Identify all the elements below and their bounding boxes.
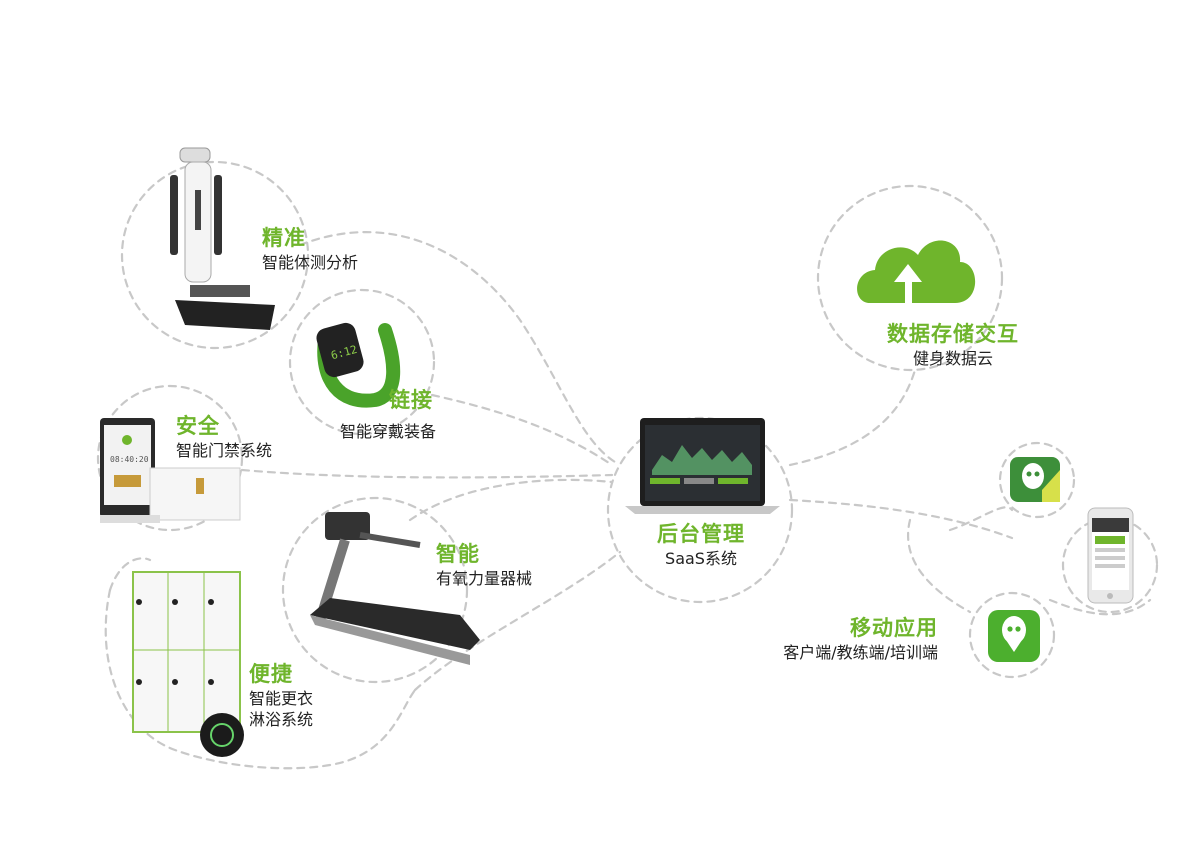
node-title: 数据存储交互 — [887, 322, 1019, 346]
link-locker-to-saas — [413, 550, 622, 692]
node-ring-wearable — [288, 288, 436, 436]
smartphone-icon — [1087, 507, 1134, 604]
locker-loop — [104, 588, 417, 770]
link-saas-to-cloud — [788, 368, 917, 467]
node-title: 精准 — [262, 226, 306, 250]
link-app-b-to-phone — [1048, 598, 1152, 616]
app-icon-b — [988, 610, 1040, 662]
link-access-to-saas — [240, 468, 614, 479]
node-cardio: 智能 有氧力量器械 — [436, 542, 532, 589]
node-wearable: 链接 — [389, 388, 433, 412]
link-saas-to-phone — [788, 498, 1014, 540]
node-wearable-sub: 智能穿戴装备 — [340, 422, 437, 441]
node-subtitle: 智能门禁系统 — [176, 441, 273, 461]
node-title: 链接 — [389, 388, 433, 412]
node-cloud: 数据存储交互 健身数据云 — [878, 322, 1028, 369]
treadmill-icon — [310, 512, 480, 665]
app-icon-a — [1010, 457, 1060, 502]
fitness-band-icon: 6:12 — [316, 322, 401, 408]
node-locker: 便捷 智能更衣 淋浴系统 — [249, 662, 313, 729]
node-saas: 后台管理 SaaS系统 — [651, 522, 751, 569]
cloud-upload-icon — [857, 240, 976, 305]
node-title: 智能 — [436, 542, 480, 566]
node-subtitle: 智能体测分析 — [262, 253, 359, 273]
node-title: 后台管理 — [657, 522, 745, 546]
connector-lines — [96, 160, 1159, 770]
link-app-a-to-phone — [948, 506, 1014, 532]
node-ring-cloud — [816, 184, 1004, 372]
node-ring-body-scan — [120, 160, 310, 350]
smart-locker-icon — [132, 571, 244, 757]
node-ring-app-b — [968, 591, 1056, 679]
node-mobile: 移动应用 客户端/教练端/培训端 — [754, 616, 938, 663]
node-body-scan: 精准 智能体测分析 — [262, 226, 358, 273]
node-access: 安全 智能门禁系统 — [176, 414, 272, 461]
node-title: 移动应用 — [850, 616, 938, 640]
body-composition-scale-icon — [170, 147, 275, 330]
node-subtitle: 客户端/教练端/培训端 — [783, 643, 938, 663]
access-terminal-icon — [100, 418, 241, 523]
node-title: 安全 — [176, 414, 220, 438]
node-ring-app-a — [998, 441, 1076, 519]
link-saas-to-app-b — [907, 518, 972, 614]
laptop-dashboard-icon — [625, 418, 780, 514]
node-subtitle-line1: 智能更衣 — [249, 689, 314, 709]
node-subtitle: 健身数据云 — [912, 349, 993, 369]
link-cardio-to-saas — [408, 478, 614, 522]
node-subtitle: 有氧力量器械 — [436, 569, 533, 589]
access-screen-time: 08:40:20 — [110, 455, 149, 464]
node-subtitle-line2: 淋浴系统 — [249, 709, 314, 729]
node-subtitle: 智能穿戴装备 — [340, 422, 437, 441]
node-title: 便捷 — [249, 662, 293, 686]
node-subtitle: SaaS系统 — [665, 549, 737, 569]
node-ring-access — [96, 384, 244, 532]
locker-loop-top — [108, 557, 152, 592]
node-ring-cardio — [281, 496, 469, 684]
link-wearable-to-saas — [430, 393, 614, 467]
